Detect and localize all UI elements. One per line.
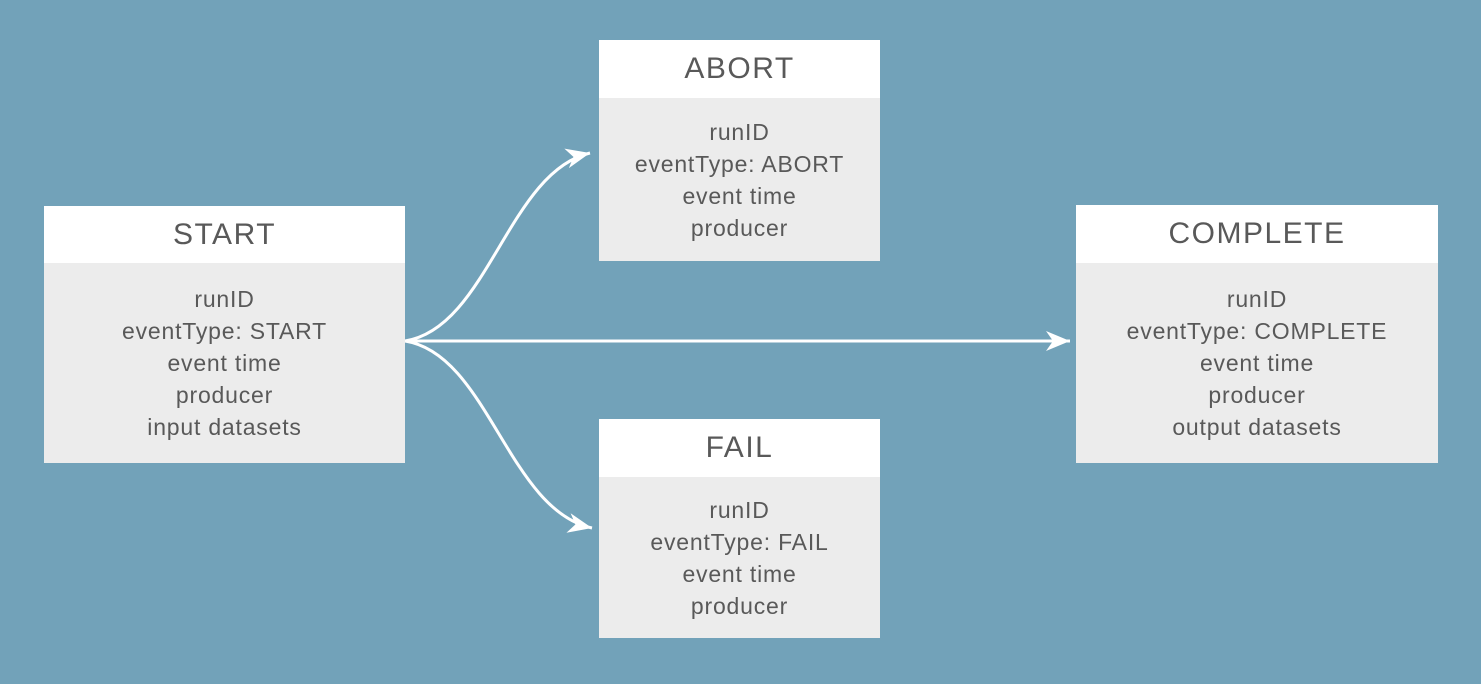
field-eventtype: eventType: START	[122, 318, 327, 344]
node-abort: ABORT runID eventType: ABORT event time …	[599, 40, 880, 261]
field-producer: producer	[690, 592, 789, 619]
node-fail-title: FAIL	[599, 419, 880, 477]
field-producer: producer	[690, 214, 789, 241]
node-abort-title: ABORT	[599, 40, 880, 98]
field-event-time: event time	[1199, 350, 1315, 376]
field-event-time: event time	[682, 182, 797, 209]
field-event-time: event time	[682, 560, 797, 587]
field-producer: producer	[1208, 382, 1306, 408]
arrow-start-to-abort	[404, 148, 591, 343]
arrow-start-to-fail	[404, 339, 593, 533]
node-complete: COMPLETE runID eventType: COMPLETE event…	[1076, 205, 1438, 463]
field-runid: runID	[709, 496, 770, 523]
field-input-datasets: input datasets	[147, 414, 302, 440]
field-event-time: event time	[167, 350, 282, 376]
field-eventtype: eventType: FAIL	[650, 528, 829, 555]
field-runid: runID	[709, 118, 770, 145]
node-start-fields: runID eventType: START event time produc…	[44, 263, 405, 463]
node-complete-title: COMPLETE	[1076, 205, 1438, 263]
node-fail: FAIL runID eventType: FAIL event time pr…	[599, 419, 880, 638]
node-complete-fields: runID eventType: COMPLETE event time pro…	[1076, 263, 1438, 463]
field-eventtype: eventType: COMPLETE	[1126, 318, 1388, 344]
field-runid: runID	[194, 286, 255, 312]
node-abort-fields: runID eventType: ABORT event time produc…	[599, 98, 880, 261]
field-runid: runID	[1226, 286, 1288, 312]
field-eventtype: eventType: ABORT	[634, 150, 845, 177]
node-start: START runID eventType: START event time …	[44, 206, 405, 463]
node-fail-fields: runID eventType: FAIL event time produce…	[599, 477, 880, 638]
field-producer: producer	[175, 382, 274, 408]
field-output-datasets: output datasets	[1172, 414, 1342, 440]
node-start-title: START	[44, 206, 405, 263]
